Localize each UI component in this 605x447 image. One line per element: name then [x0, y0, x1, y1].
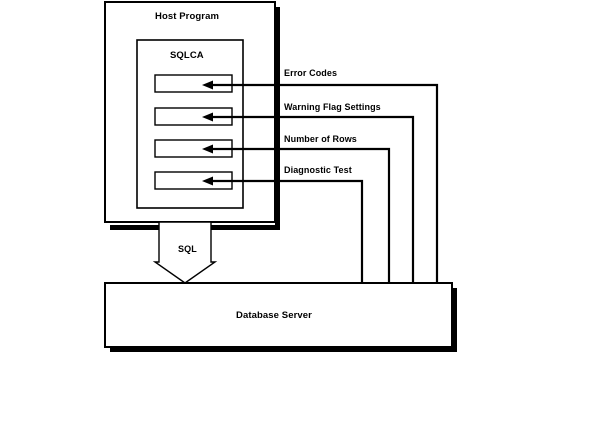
arrowhead-diagnostic	[202, 176, 213, 186]
arrowhead-error-codes	[202, 80, 213, 90]
field-label-diagnostic-test: Diagnostic Test	[284, 165, 352, 175]
connector-warning-flags	[210, 115, 415, 283]
host-program-shadow-right	[275, 7, 280, 230]
connector-number-of-rows	[210, 147, 391, 283]
sql-arrow-label: SQL	[178, 244, 197, 254]
sql-block-arrow	[152, 221, 218, 284]
database-server-label: Database Server	[236, 310, 312, 321]
database-server-shadow	[110, 347, 457, 352]
database-server-shadow-right	[452, 288, 457, 352]
host-program-label: Host Program	[155, 11, 220, 22]
sqlca-label: SQLCA	[170, 50, 204, 61]
field-label-warning-flag-settings: Warning Flag Settings	[284, 102, 381, 112]
host-program-outline	[104, 1, 276, 223]
database-server-box	[104, 282, 453, 348]
field-label-number-of-rows: Number of Rows	[284, 134, 357, 144]
connector-diagnostic-test	[210, 179, 364, 283]
connector-arrowheads	[202, 80, 213, 186]
connector-lines	[210, 83, 439, 283]
arrowhead-number-of-rows	[202, 144, 213, 154]
arrowhead-warning-flags	[202, 112, 213, 122]
field-label-error-codes: Error Codes	[284, 68, 338, 78]
sqlca-field-rect-error-codes	[154, 74, 233, 93]
connector-error-codes	[210, 83, 439, 283]
